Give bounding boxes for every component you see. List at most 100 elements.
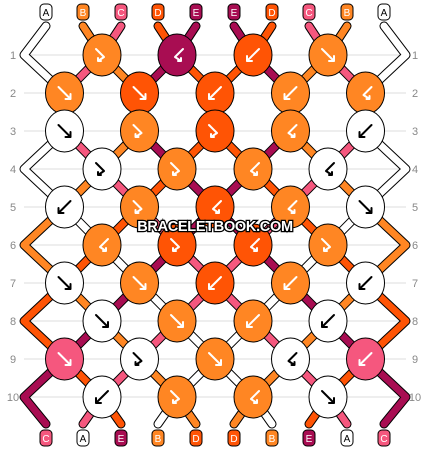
strand-tag xyxy=(76,3,90,21)
strand-tag xyxy=(227,3,241,21)
direction-arrow-icon xyxy=(99,238,109,252)
direction-arrow-icon xyxy=(287,352,298,366)
strand-letter: E xyxy=(193,8,200,19)
direction-arrow-icon xyxy=(95,390,109,404)
strand-letter: E xyxy=(306,434,313,445)
direction-arrow-icon xyxy=(246,314,260,328)
strand-letter: B xyxy=(269,434,276,445)
direction-arrow-icon xyxy=(170,390,180,404)
direction-arrow-icon xyxy=(170,314,184,328)
row-number: 8 xyxy=(10,316,16,328)
row-number: 6 xyxy=(412,240,418,252)
direction-arrow-icon xyxy=(95,162,105,176)
direction-arrow-icon xyxy=(325,162,335,176)
direction-arrow-icon xyxy=(358,276,373,290)
direction-arrow-icon xyxy=(132,200,143,214)
direction-arrow-icon xyxy=(132,276,147,290)
direction-arrow-icon xyxy=(208,124,218,138)
row-number: 1 xyxy=(10,50,16,62)
strand-letter: C xyxy=(380,434,387,445)
direction-arrow-icon xyxy=(283,276,298,290)
strand-letter: D xyxy=(268,8,275,19)
watermark: BRACELETBOOK.COM xyxy=(137,219,293,235)
strand-letter: A xyxy=(43,8,50,19)
strand-letter: C xyxy=(117,8,124,19)
row-number: 4 xyxy=(412,164,418,176)
direction-arrow-icon xyxy=(57,200,72,214)
direction-arrow-icon xyxy=(321,48,335,62)
direction-arrow-icon xyxy=(283,86,298,100)
direction-arrow-icon xyxy=(132,352,143,366)
direction-arrow-icon xyxy=(212,200,222,214)
direction-arrow-icon xyxy=(246,48,260,62)
direction-arrow-icon xyxy=(57,86,72,100)
row-number: 10 xyxy=(7,392,19,404)
direction-arrow-icon xyxy=(170,162,180,176)
strand-letter: C xyxy=(305,8,312,19)
knot-grid xyxy=(45,33,385,419)
strand-tag xyxy=(189,3,203,21)
direction-arrow-icon xyxy=(250,390,260,404)
direction-arrow-icon xyxy=(358,200,373,214)
strand-tag xyxy=(302,429,316,447)
strand-letter: D xyxy=(230,434,237,445)
strand-tag xyxy=(114,3,128,21)
direction-arrow-icon xyxy=(321,314,335,328)
direction-arrow-icon xyxy=(57,352,72,366)
direction-arrow-icon xyxy=(358,352,373,366)
direction-arrow-icon xyxy=(358,124,373,138)
strand-letter: A xyxy=(80,434,87,445)
direction-arrow-icon xyxy=(208,276,222,290)
direction-arrow-icon xyxy=(132,124,143,138)
strand-letter: D xyxy=(154,8,161,19)
strand-letter: B xyxy=(155,434,162,445)
row-number: 8 xyxy=(412,316,418,328)
direction-arrow-icon xyxy=(174,48,184,62)
direction-arrow-icon xyxy=(57,276,72,290)
direction-arrow-icon xyxy=(208,86,222,100)
row-number: 6 xyxy=(10,240,16,252)
direction-arrow-icon xyxy=(321,390,335,404)
row-number: 2 xyxy=(412,88,418,100)
direction-arrow-icon xyxy=(95,314,109,328)
direction-arrow-icon xyxy=(132,86,147,100)
direction-arrow-icon xyxy=(287,200,298,214)
row-number: 7 xyxy=(10,278,16,290)
strand-tag xyxy=(265,429,279,447)
row-number: 9 xyxy=(412,354,418,366)
strand-tag xyxy=(39,429,53,447)
direction-arrow-icon xyxy=(95,48,105,62)
row-number: 5 xyxy=(412,202,418,214)
direction-arrow-icon xyxy=(362,86,373,100)
strand-letter: C xyxy=(42,434,49,445)
strand-tag xyxy=(377,3,391,21)
strand-tag xyxy=(151,3,165,21)
row-number: 3 xyxy=(10,126,16,138)
strand-letter: D xyxy=(192,434,199,445)
direction-arrow-icon xyxy=(170,238,180,252)
direction-arrow-icon xyxy=(287,124,298,138)
direction-arrow-icon xyxy=(57,124,72,138)
direction-arrow-icon xyxy=(250,238,260,252)
strand-tag xyxy=(265,3,279,21)
row-number: 7 xyxy=(412,278,418,290)
strand-tag xyxy=(340,429,354,447)
row-number: 4 xyxy=(10,164,16,176)
strand-tag xyxy=(227,429,241,447)
strand-letter: A xyxy=(381,8,388,19)
row-number: 10 xyxy=(409,392,421,404)
strand-tag xyxy=(377,429,391,447)
direction-arrow-icon xyxy=(250,162,260,176)
row-number: 2 xyxy=(10,88,16,100)
strand-tag xyxy=(151,429,165,447)
strand-tag xyxy=(39,3,53,21)
strand-letter: E xyxy=(231,8,238,19)
strand-tag xyxy=(114,429,128,447)
row-number: 5 xyxy=(10,202,16,214)
direction-arrow-icon xyxy=(208,352,222,366)
strand-letter: E xyxy=(118,434,125,445)
direction-arrow-icon xyxy=(321,238,331,252)
row-number: 9 xyxy=(10,354,16,366)
